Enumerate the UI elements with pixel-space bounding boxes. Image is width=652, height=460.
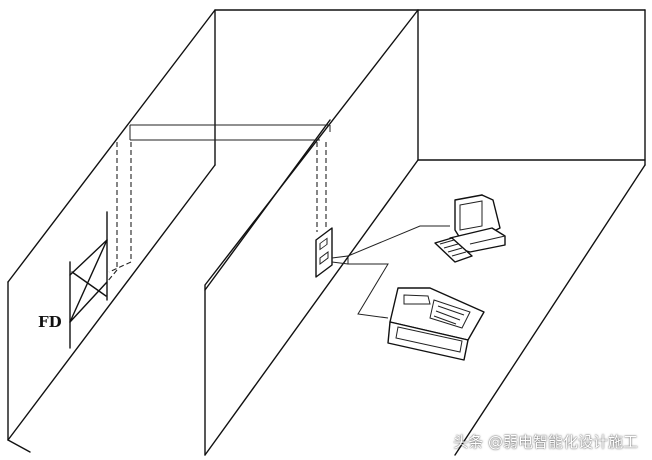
floor-distributor-rack: FD: [38, 211, 108, 349]
left-corridor-back-wall: [7, 9, 216, 283]
outlet-faceplate: [315, 227, 333, 278]
monitor-screen: [459, 200, 483, 231]
wall-outlet: [315, 227, 333, 278]
console-key-rows: [433, 305, 465, 325]
vertical-cable-runs: [106, 142, 327, 283]
console-display-slot: [395, 326, 463, 353]
terminal-console: [387, 287, 485, 361]
outlet-jack-bottom: [319, 251, 329, 265]
device-cables: [331, 225, 450, 319]
fd-label: FD: [38, 313, 62, 331]
cable-run-left-a: [106, 142, 118, 283]
cable-to-computer: [347, 225, 450, 257]
rack-diagonal-brace: [69, 239, 108, 323]
partition-wall-top-front: [204, 9, 419, 456]
desktop-computer: [434, 194, 506, 263]
watermark-text: 头条 @弱电智能化设计施工: [453, 433, 638, 451]
cable-run-left-b: [108, 142, 132, 273]
left-floor-front: [7, 439, 31, 453]
console-keypad-left: [403, 294, 431, 305]
cable-outlet-stub: [331, 261, 349, 265]
base-unit-edge: [469, 235, 506, 245]
rack-top-rail: [69, 239, 108, 276]
left-corridor-floor-edge: [7, 164, 216, 441]
keyboard-keys: [439, 239, 467, 257]
right-room-floor-edge: [454, 164, 646, 456]
rack-bottom-rail: [69, 281, 108, 323]
ceiling-cable-tray: [129, 124, 331, 141]
outlet-jack-top: [319, 237, 328, 251]
rack-cross-brace: [71, 271, 107, 297]
cable-to-terminal: [331, 255, 389, 319]
corridor-inner-edge: [204, 119, 331, 291]
room-outlines: [7, 9, 646, 456]
right-room-back-wall: [417, 9, 646, 161]
console-keypad-right: [429, 299, 471, 329]
partition-wall-floor-edge: [204, 159, 419, 456]
console-front-panel: [387, 321, 469, 361]
